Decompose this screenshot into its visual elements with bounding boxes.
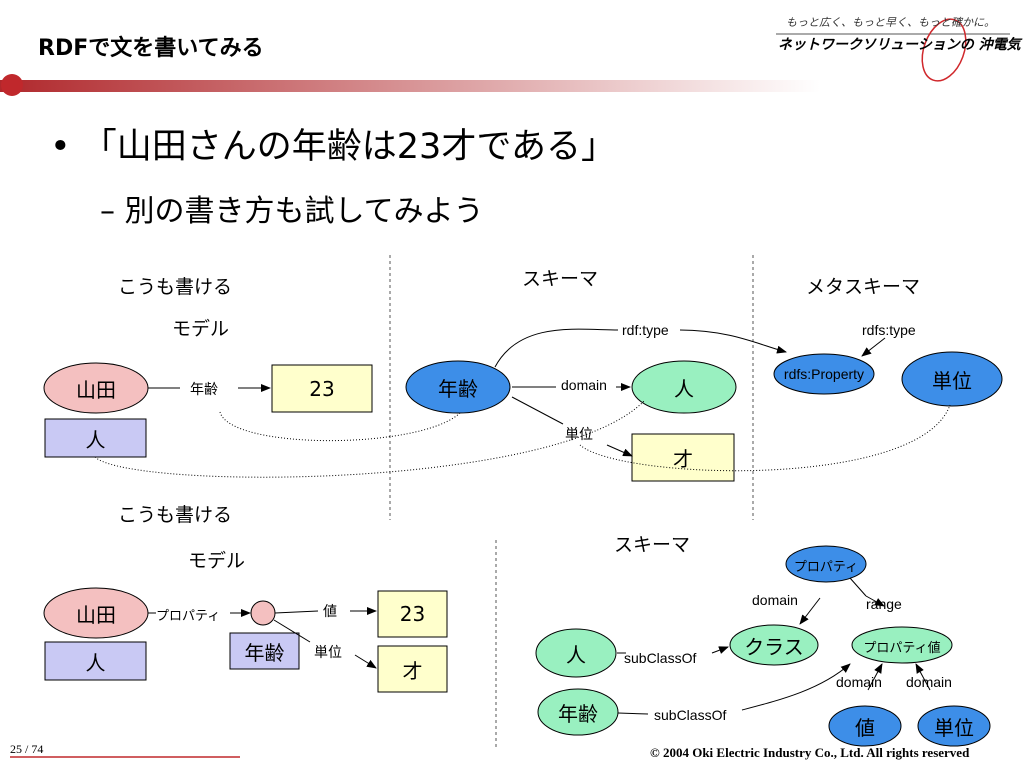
page-number: 25 / 74 <box>10 742 44 756</box>
rdf-type-arc <box>494 328 619 368</box>
bullet-dot: • <box>50 127 82 167</box>
tani-label-bottom: 単位 <box>934 715 974 740</box>
rdfs-property-label: rdfs:Property <box>783 366 865 382</box>
atai-node-label: 値 <box>855 715 875 740</box>
tani-label-top: 単位 <box>932 368 972 393</box>
tani-prop-label-top: 単位 <box>565 426 593 442</box>
dotted-link-1 <box>219 411 461 442</box>
company-tagline: もっと広く、もっと早く、もっと確かに。 <box>786 16 995 29</box>
value-23-bottom: 23 <box>399 602 426 626</box>
domain-label-1: domain <box>752 592 798 608</box>
company-logo-text: ネットワークソリューションの 沖電気 <box>778 37 1021 53</box>
property-node <box>785 545 867 583</box>
nenrei-node-bottom <box>537 688 619 736</box>
sai-label-bottom: 才 <box>402 658 423 683</box>
hito-class-label-top: 人 <box>85 427 106 452</box>
property-node-label: プロパティ <box>793 559 859 574</box>
copyright: © 2004 Oki Electric Industry Co., Ltd. A… <box>650 745 970 760</box>
sai-label-top: 才 <box>673 447 693 471</box>
yamada-label-bottom: 山田 <box>76 602 116 627</box>
main-bullet-text: 「山田さんの年齢は23才である」 <box>81 127 616 167</box>
hito-node-top <box>631 360 737 414</box>
dotted-link-3 <box>579 404 951 472</box>
hito-class-box-top <box>44 418 147 458</box>
logo-swoosh <box>921 18 967 82</box>
sub-bullet-dash: – <box>100 194 115 229</box>
metaschema-label: メタスキーマ <box>806 276 921 298</box>
hito-label-top: 人 <box>674 376 694 401</box>
alt-label-top: こうも書ける <box>118 276 233 298</box>
domain-label-2: domain <box>836 674 882 690</box>
class-node-label: クラス <box>744 634 804 659</box>
propval-node-label: プロパティ値 <box>863 640 941 655</box>
nenrei-prop-label-top: 年齢 <box>190 381 218 397</box>
domain-label-3: domain <box>906 674 952 690</box>
tani-prop-label-bottom: 単位 <box>314 644 342 660</box>
nenrei-class-label-bottom: 年齢 <box>244 640 285 665</box>
rdf-type-label: rdf:type <box>622 322 669 338</box>
value-23-top: 23 <box>309 376 335 401</box>
header-dot <box>1 74 23 96</box>
propval-node <box>851 626 953 664</box>
dotted-link-2 <box>94 399 646 478</box>
nenrei-class-box-bottom <box>229 632 300 670</box>
sai-box-bottom <box>377 645 448 693</box>
sub-bullet-text: 別の書き方も試してみよう <box>124 194 484 229</box>
tani-node-top <box>901 351 1003 407</box>
rdfs-property-node <box>773 353 875 395</box>
sai-box-top <box>631 433 735 482</box>
main-bullet: • 「山田さんの年齢は23才である」 <box>50 118 616 169</box>
schema-label-bottom: スキーマ <box>614 534 691 556</box>
model-label-bottom: モデル <box>188 550 246 572</box>
class-node <box>729 624 819 666</box>
property-prop-label: プロパティ <box>156 608 221 623</box>
nenrei-node-top <box>405 360 511 414</box>
hito-label-bottom: 人 <box>566 642 586 667</box>
header-bar <box>0 80 820 92</box>
alt-label-bottom: こうも書ける <box>118 504 233 526</box>
model-label-top: モデル <box>172 318 230 340</box>
value-23-box-top <box>271 364 373 413</box>
rdfs-type-label: rdfs:type <box>862 322 916 338</box>
slide-title: RDFで文を書いてみる <box>38 36 264 61</box>
blank-node <box>250 600 276 626</box>
atai-prop-label: 値 <box>323 603 337 619</box>
range-label: range <box>866 596 902 612</box>
hito-class-label-bottom: 人 <box>85 650 106 675</box>
value-23-box-bottom <box>377 590 448 638</box>
hito-class-box-bottom <box>44 641 147 681</box>
subclassof-label-2: subClassOf <box>654 707 727 723</box>
subclassof-label-1: subClassOf <box>624 650 697 666</box>
yamada-label-top: 山田 <box>76 377 116 402</box>
sub-bullet: – 別の書き方も試してみよう <box>100 186 484 230</box>
domain-label-top: domain <box>561 377 607 393</box>
tani-node-bottom <box>917 705 991 747</box>
nenrei-label-bottom: 年齢 <box>558 701 598 726</box>
schema-label-top: スキーマ <box>522 268 599 290</box>
hito-node-bottom <box>535 628 617 678</box>
nenrei-label-top: 年齢 <box>438 376 478 401</box>
atai-node <box>828 705 902 747</box>
